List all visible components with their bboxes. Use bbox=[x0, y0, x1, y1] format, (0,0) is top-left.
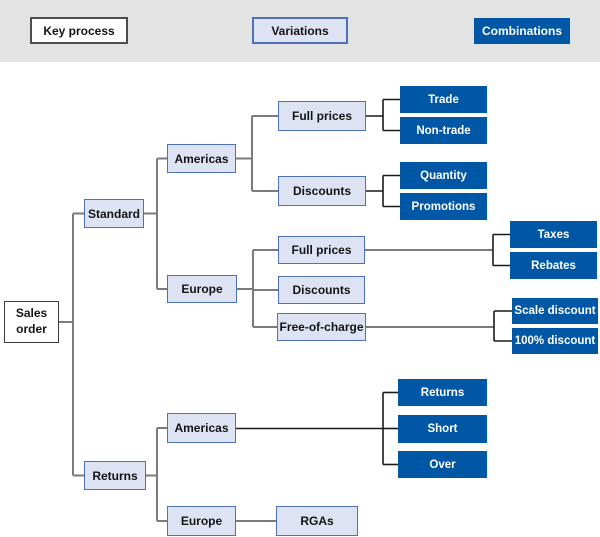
node-sales-order: Sales order bbox=[4, 301, 59, 343]
legend-variations: Variations bbox=[252, 17, 348, 44]
node-americas-standard: Americas bbox=[167, 144, 236, 173]
legend-combinations: Combinations bbox=[474, 18, 570, 44]
node-quantity: Quantity bbox=[400, 162, 487, 189]
node-standard: Standard bbox=[84, 199, 144, 228]
node-promotions: Promotions bbox=[400, 193, 487, 220]
node-short: Short bbox=[398, 415, 487, 443]
node-rgas: RGAs bbox=[276, 506, 358, 536]
node-returns-combination: Returns bbox=[398, 379, 487, 406]
node-non-trade: Non-trade bbox=[400, 117, 487, 144]
node-full-prices-americas: Full prices bbox=[278, 101, 366, 131]
node-europe-returns: Europe bbox=[167, 506, 236, 536]
node-trade: Trade bbox=[400, 86, 487, 113]
node-over: Over bbox=[398, 451, 487, 478]
node-discounts-europe: Discounts bbox=[278, 276, 365, 304]
node-full-prices-europe: Full prices bbox=[278, 236, 365, 264]
node-taxes: Taxes bbox=[510, 221, 597, 248]
node-europe-standard: Europe bbox=[167, 275, 237, 303]
node-rebates: Rebates bbox=[510, 252, 597, 279]
node-discounts-americas: Discounts bbox=[278, 176, 366, 206]
node-americas-returns: Americas bbox=[167, 413, 236, 443]
node-hundred-pct-discount: 100% discount bbox=[512, 328, 598, 354]
legend-key-process: Key process bbox=[30, 17, 128, 44]
node-returns-variation: Returns bbox=[84, 461, 146, 490]
node-free-of-charge: Free-of-charge bbox=[277, 313, 366, 341]
node-scale-discount: Scale discount bbox=[512, 298, 598, 324]
